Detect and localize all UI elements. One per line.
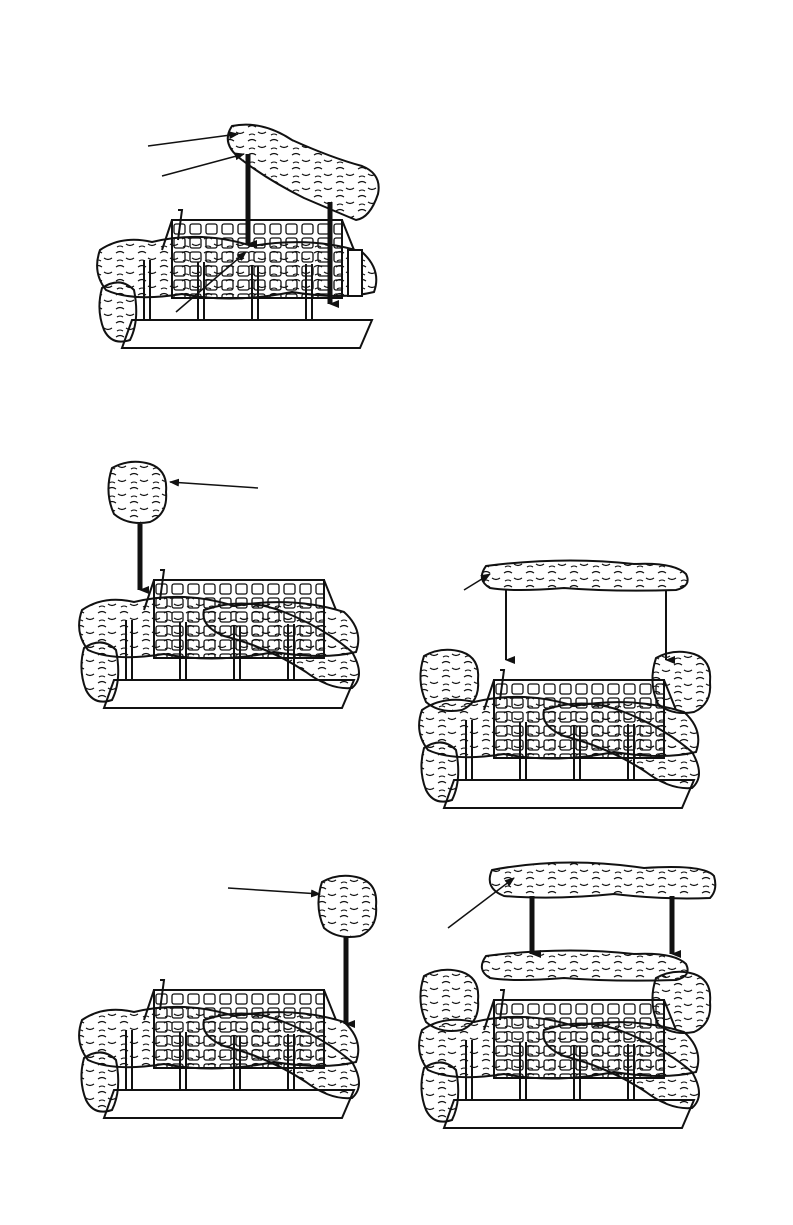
step-3-panel <box>79 876 376 1118</box>
step-5-panel <box>419 862 715 1128</box>
leader-line <box>148 134 238 146</box>
long-top-log <box>490 862 716 898</box>
short-log-left <box>108 462 166 523</box>
leader-line <box>170 482 258 488</box>
leader-line <box>448 878 514 928</box>
step-1-panel <box>97 125 379 348</box>
short-log-right <box>318 876 376 937</box>
leader-line <box>162 154 244 176</box>
step-2-panel <box>79 462 359 708</box>
leader-line <box>228 888 320 894</box>
step-4-panel <box>419 560 710 808</box>
long-rear-log <box>482 560 688 590</box>
